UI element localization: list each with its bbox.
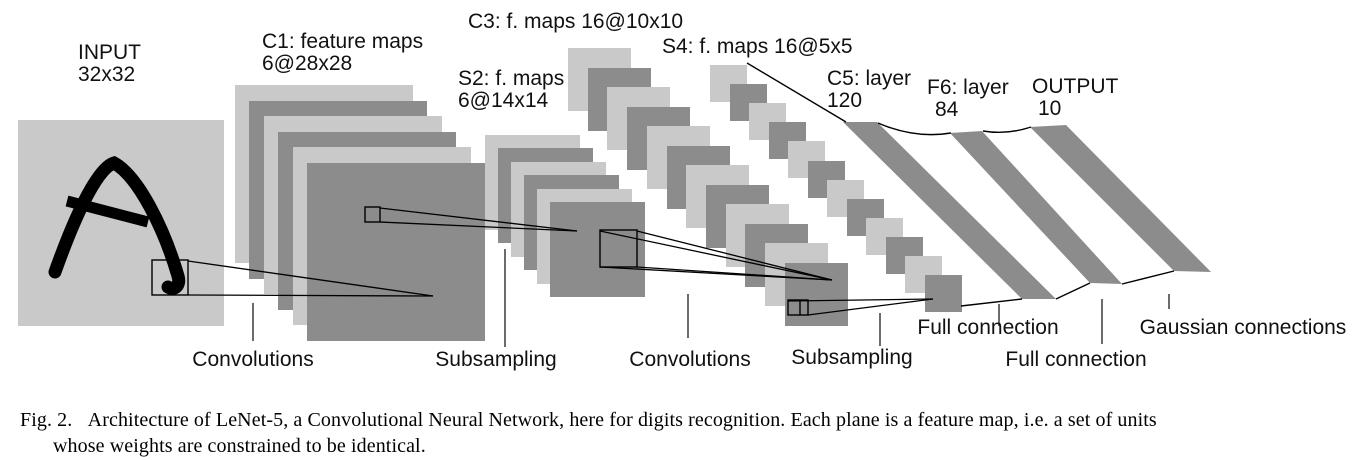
output-label-line2: 10	[1038, 97, 1062, 120]
c3-plane	[784, 262, 848, 326]
s2-label-line2: 6@14x14	[458, 89, 549, 112]
f6-layer-band	[950, 131, 1122, 284]
input-plane	[18, 120, 224, 326]
c3-layer-label: C3: f. maps 16@10x10	[468, 11, 683, 33]
f6-label-line2: 84	[935, 98, 959, 121]
op-label-convolutions-1: Convolutions	[192, 348, 314, 371]
f6-label-line1: F6: layer	[927, 76, 1009, 99]
s2-layer-label: S2: f. maps 6@14x14	[458, 68, 564, 112]
s4-layer-label: S4: f. maps 16@5x5	[662, 36, 853, 58]
s4-label-line1: S4: f. maps 16@5x5	[662, 35, 853, 58]
s2-plane	[550, 202, 645, 297]
op-label-subsampling-1: Subsampling	[435, 348, 557, 371]
c3-label-line1: C3: f. maps 16@10x10	[468, 10, 684, 33]
input-label-line1: INPUT	[78, 41, 141, 64]
figure-caption-line1: Fig. 2. Architecture of LeNet-5, a Convo…	[20, 409, 1157, 431]
c1-plane	[307, 163, 485, 341]
f6-layer-label: F6: layer 84	[927, 77, 1009, 121]
input-layer-label: INPUT 32x32	[78, 42, 141, 86]
c5-layer-label: C5: layer 120	[827, 68, 911, 112]
op-label-full-connection-2: Full connection	[1005, 348, 1147, 371]
op-label-full-connection-1: Full connection	[917, 316, 1059, 339]
op-label-convolutions-2: Convolutions	[629, 348, 751, 371]
output-label-line1: OUTPUT	[1032, 75, 1119, 98]
op-label-subsampling-2: Subsampling	[791, 346, 913, 369]
input-label-line2: 32x32	[78, 63, 136, 86]
c5-label-line2: 120	[827, 89, 863, 112]
figure-caption-line2: whose weights are constrained to be iden…	[53, 435, 426, 457]
c5-label-line1: C5: layer	[827, 67, 912, 90]
op-label-gaussian-connections: Gaussian connections	[1139, 316, 1347, 339]
output-layer-band	[1030, 125, 1211, 272]
c1-layer-label: C1: feature maps 6@28x28	[262, 31, 423, 75]
s4-plane	[924, 275, 962, 313]
output-layer-label: OUTPUT 10	[1032, 76, 1118, 120]
c1-label-line1: C1: feature maps	[262, 30, 424, 53]
c1-label-line2: 6@28x28	[262, 52, 353, 75]
s2-label-line1: S2: f. maps	[458, 67, 565, 90]
